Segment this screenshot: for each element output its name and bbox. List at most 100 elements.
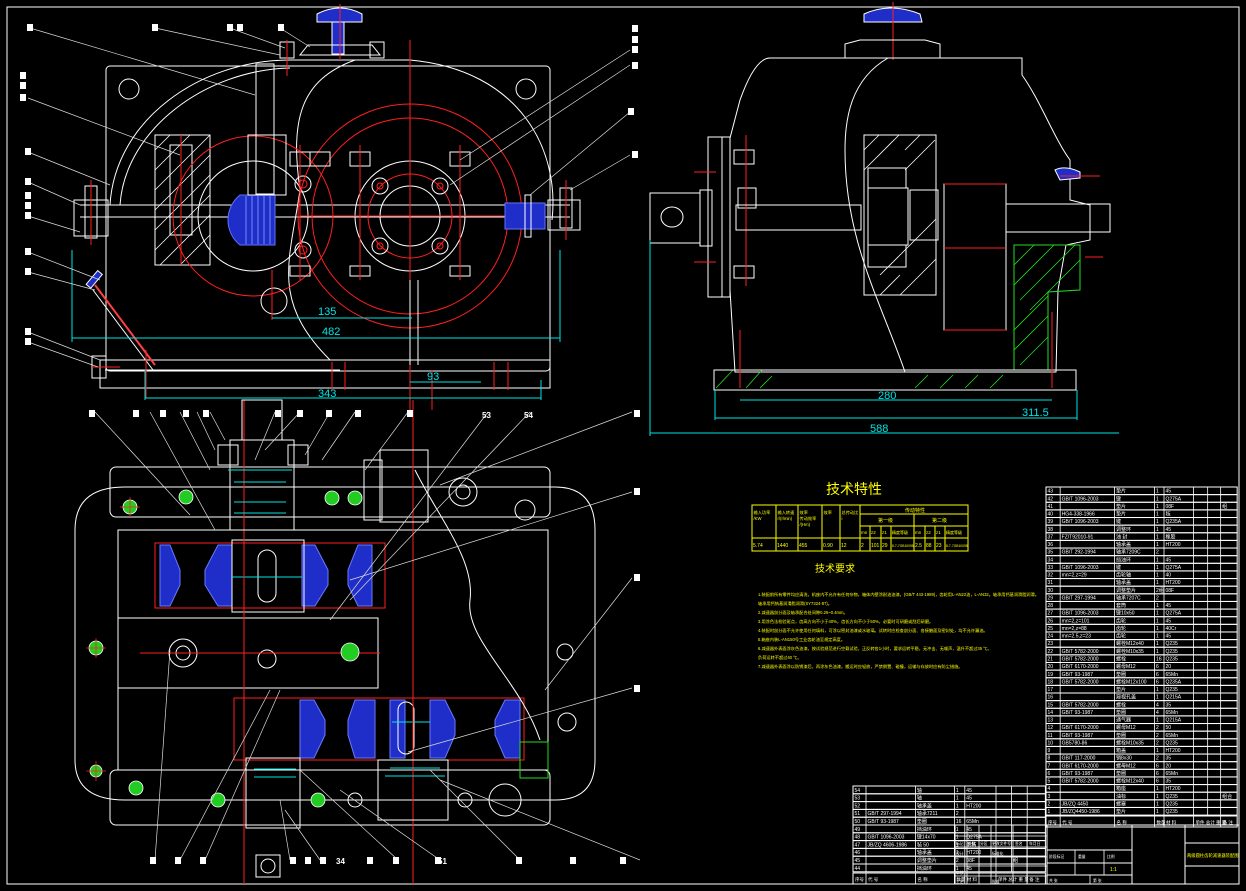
parts-cell: 10 bbox=[1048, 740, 1054, 746]
parts-cell: 1 bbox=[1156, 534, 1159, 540]
parts-cell: 螺塞 bbox=[1116, 800, 1126, 807]
parts-cell: 40Cr bbox=[1166, 626, 1177, 632]
parts-cell: 1 bbox=[956, 788, 959, 794]
parts-cell: 键 bbox=[1116, 518, 1121, 525]
parts-cell: 1 bbox=[1156, 496, 1159, 502]
parts-cell: 12 bbox=[1048, 725, 1054, 731]
parts-cell: GB/T 5782-2000 bbox=[1062, 656, 1099, 662]
parts-cell: mn=2,z=101 bbox=[1062, 618, 1090, 624]
parts-cell: 1 bbox=[1156, 489, 1159, 495]
parts-cell: HT200 bbox=[966, 803, 981, 809]
parts-cell: 齿轮 bbox=[1116, 625, 1126, 632]
parts-cell: 18 bbox=[1048, 679, 1054, 685]
parts-cell: 挡油环 bbox=[917, 865, 932, 872]
parts-cell: 21 bbox=[1048, 656, 1054, 662]
parts-cell: 调整环 bbox=[1116, 526, 1131, 533]
parts-cell: 键14x70 bbox=[917, 834, 936, 841]
parts-cell: GB5780-86 bbox=[1062, 740, 1088, 746]
parts-cell: 45 bbox=[1166, 634, 1172, 640]
tb-label: 分区 bbox=[980, 841, 988, 846]
parts-cell: 3 bbox=[1048, 794, 1051, 800]
tc-val: 29 bbox=[882, 543, 888, 549]
parts-cell: GB/T 1096-2003 bbox=[1062, 496, 1099, 502]
parts-cell: GB/T 93-1987 bbox=[1062, 733, 1094, 739]
parts-cell: 39 bbox=[1048, 519, 1054, 525]
tc-val: 2 bbox=[861, 543, 864, 549]
parts-cell: 毡 bbox=[1166, 511, 1171, 518]
parts-cell: 螺栓M12x40 bbox=[1116, 778, 1144, 785]
parts-cell: 垫片 bbox=[1116, 503, 1126, 510]
parts-cell: Q275A bbox=[1166, 496, 1182, 502]
parts-cell: 轴承7211 bbox=[917, 810, 938, 817]
parts-cell: 22 bbox=[1048, 649, 1054, 655]
parts-cell: Q275A bbox=[1166, 611, 1182, 617]
parts-cell: 44 bbox=[855, 866, 861, 872]
parts-cell: 螺母M12 bbox=[1116, 663, 1136, 670]
parts-cell: 垫片 bbox=[1116, 686, 1126, 693]
parts-cell: 调整垫片 bbox=[1116, 587, 1136, 594]
parts-cell: 1 bbox=[956, 835, 959, 841]
drawing-border bbox=[6, 6, 1240, 885]
parts-cell: GB/T 6170-2000 bbox=[1062, 763, 1099, 769]
parts-cell: 53 bbox=[855, 796, 861, 802]
dim-280: 280 bbox=[878, 390, 896, 402]
parts-cell: 65Mn bbox=[1166, 710, 1179, 716]
parts-cell: 2 bbox=[956, 811, 959, 817]
tb-label: 重量 bbox=[1078, 854, 1086, 859]
parts-cell: 垫片 bbox=[1116, 511, 1126, 518]
parts-cell: 65Mn bbox=[966, 819, 979, 825]
parts-cell: 轴 bbox=[917, 795, 922, 802]
parts-cell: Q235 bbox=[1166, 687, 1178, 693]
parts-cell: 43 bbox=[1048, 489, 1054, 495]
parts-header-cell: 名 称 bbox=[917, 876, 928, 883]
tech-req-line: 6.减速器外表面涂灰色油漆。按试验规范进行空载试验，正反转各1小时，要求运转平稳… bbox=[758, 645, 992, 652]
parts-cell: 14 bbox=[1048, 710, 1054, 716]
parts-cell: GB/T 5782-2000 bbox=[1062, 649, 1099, 655]
parts-cell: GB/T 5782-2000 bbox=[1062, 779, 1099, 785]
parts-cell: 4 bbox=[1156, 702, 1159, 708]
tc-header: 效率 bbox=[824, 509, 832, 516]
parts-cell: 24 bbox=[1048, 634, 1054, 640]
parts-cell: 4 bbox=[1048, 786, 1051, 792]
parts-cell: 26 bbox=[1048, 618, 1054, 624]
tb-label: 工艺 bbox=[956, 879, 964, 884]
parts-cell: 11 bbox=[1048, 733, 1053, 739]
dim-482: 482 bbox=[322, 326, 340, 338]
parts-row bbox=[852, 785, 1046, 795]
parts-row bbox=[1045, 486, 1238, 496]
parts-cell: 键 bbox=[1116, 564, 1121, 571]
parts-cell: 1 bbox=[1156, 801, 1159, 807]
tc-header: 输入功率/KW bbox=[754, 509, 771, 521]
side-view: 280 311.5 588 bbox=[649, 2, 1119, 436]
tech-req-line: 负荷运转不超过40 ℃。 bbox=[758, 654, 802, 661]
tc-val: 8-7-7GB10095 bbox=[946, 544, 968, 548]
callout-34: 34 bbox=[336, 857, 345, 866]
parts-cell: 2 bbox=[1156, 550, 1159, 556]
front-view: 135 482 93 343 bbox=[20, 4, 638, 412]
parts-cell: 40 bbox=[1166, 573, 1172, 579]
parts-cell: 6 bbox=[1156, 664, 1159, 670]
parts-header-cell: 序号 bbox=[1048, 819, 1057, 826]
parts-cell: 52 bbox=[855, 803, 861, 809]
parts-cell: 轴承盖 bbox=[1116, 541, 1131, 548]
parts-cell: 45 bbox=[966, 788, 972, 794]
parts-cell: 1 bbox=[1156, 748, 1159, 754]
tb-label: 标记 bbox=[956, 841, 964, 846]
tb-label: 标准化 bbox=[992, 851, 1004, 856]
parts-cell: 2 bbox=[1156, 740, 1159, 746]
parts-cell: Q235 bbox=[1166, 801, 1178, 807]
tc-val: 101 bbox=[871, 543, 880, 549]
tb-label: 共 张 bbox=[1049, 878, 1058, 883]
parts-cell: 调整垫片 bbox=[917, 857, 937, 864]
parts-cell: FZ/T92010-91 bbox=[1062, 534, 1094, 540]
parts-cell: GB/T 5782-2000 bbox=[1062, 679, 1099, 685]
parts-cell: 20 bbox=[1048, 664, 1054, 670]
parts-cell: 1 bbox=[1048, 809, 1051, 815]
parts-cell: 08F bbox=[966, 858, 975, 864]
parts-cell: 1 bbox=[1156, 786, 1159, 792]
tech-req-line: 7.减速器外表面涂以防锈漆后，再涂灰色油漆。搬运时应轻放，严禁倒置、碰撞，运输与… bbox=[758, 663, 963, 670]
parts-cell: 1 bbox=[1156, 603, 1159, 609]
parts-cell: mn=2,z=29 bbox=[1062, 573, 1087, 579]
parts-cell: GB/T 1096-2003 bbox=[868, 835, 905, 841]
